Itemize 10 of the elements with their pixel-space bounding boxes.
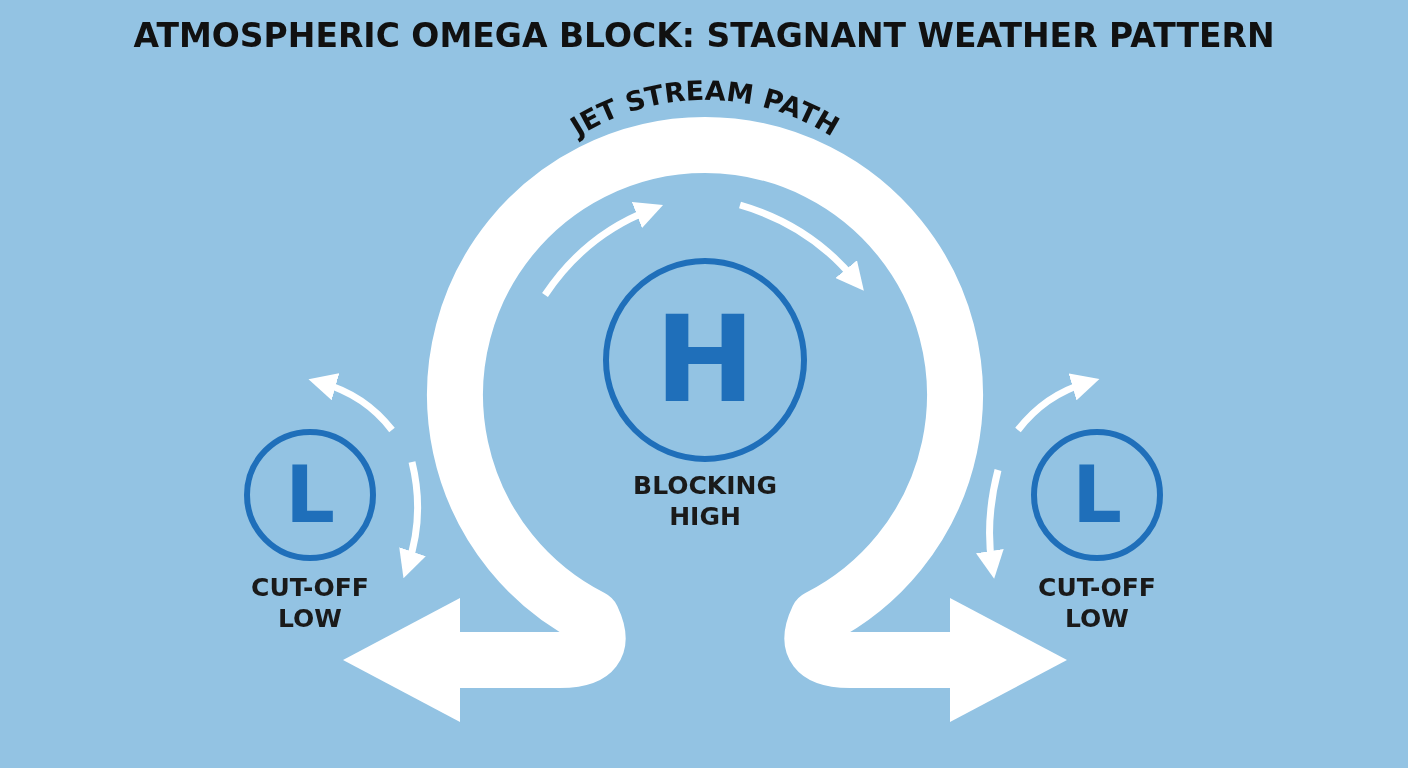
high-pressure-circle bbox=[603, 258, 807, 462]
low-pressure-circle bbox=[244, 429, 376, 561]
low-pressure-circle bbox=[1031, 429, 1163, 561]
pressure-label: CUT-OFF LOW bbox=[250, 572, 370, 634]
pressure-letter: L bbox=[285, 456, 335, 534]
pressure-letter: L bbox=[1072, 456, 1122, 534]
pressure-label: BLOCKING HIGH bbox=[632, 470, 778, 532]
pressure-letter: H bbox=[654, 300, 756, 420]
pressure-label: CUT-OFF LOW bbox=[1037, 572, 1157, 634]
diagram-title: ATMOSPHERIC OMEGA BLOCK: STAGNANT WEATHER PATTERN bbox=[133, 16, 1275, 55]
